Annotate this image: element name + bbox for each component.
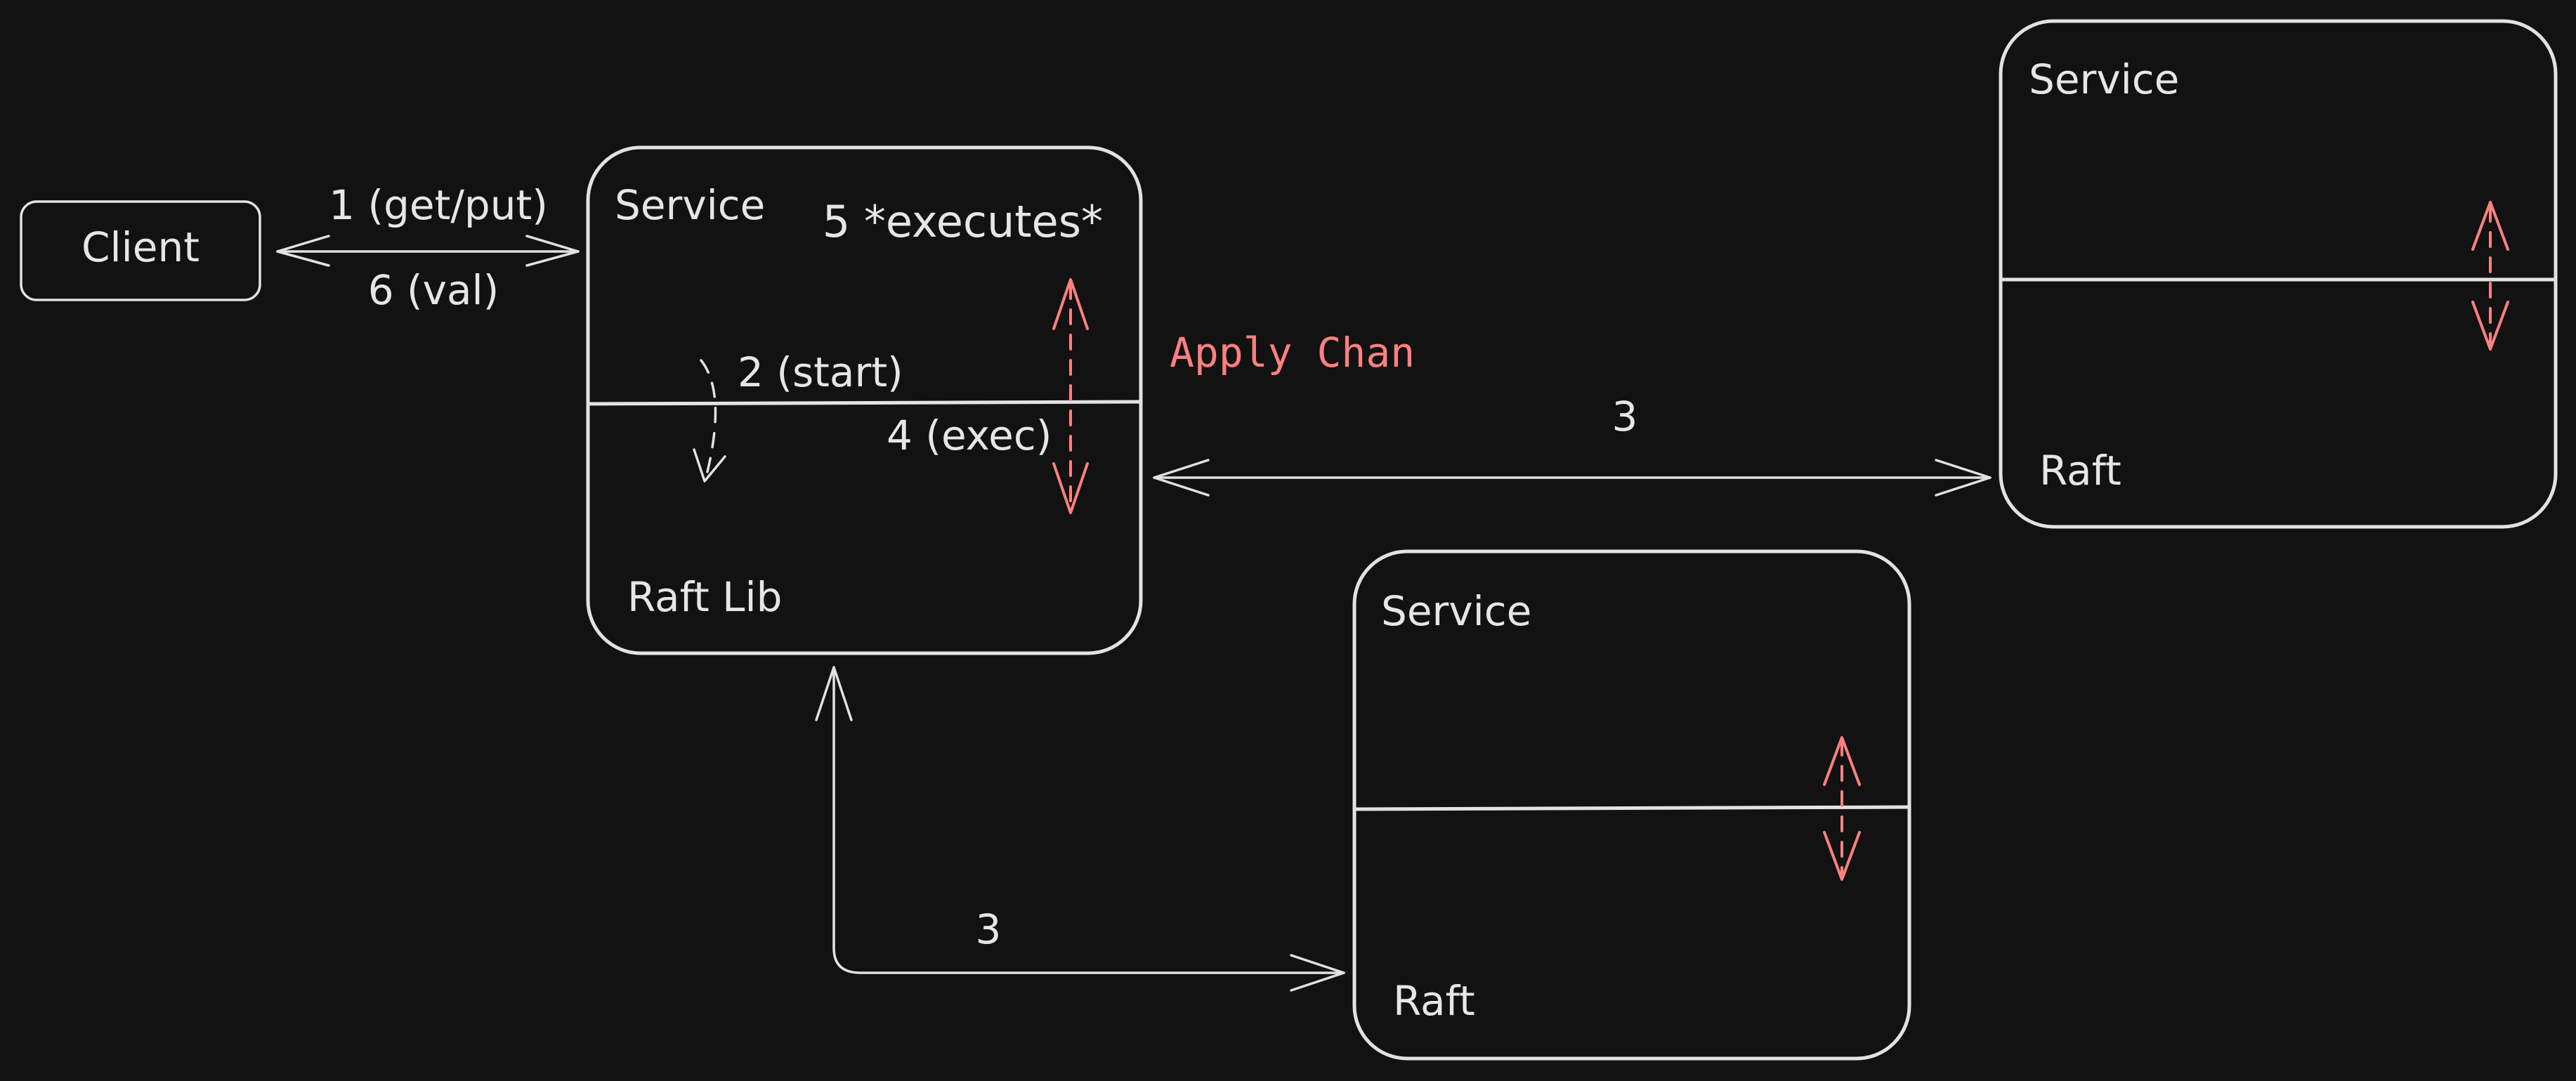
peer-bottom-apply-arrowhead-down [1823, 831, 1861, 881]
executes-label: 5 *executes* [823, 196, 1103, 247]
exec-label: 4 (exec) [887, 412, 1052, 459]
peer-bottom-service-label: Service [1381, 587, 1531, 635]
peer-bottom-box [1352, 549, 1911, 1061]
replication-bottom-arrowhead-up [815, 666, 853, 721]
main-service-label: Service [615, 181, 765, 229]
main-raft-label: Raft Lib [627, 573, 782, 621]
main-node: Service 5 *executes* 2 (start) 4 (exec) … [586, 145, 1143, 655]
peer-top-right-raft-label: Raft [2039, 447, 2121, 494]
replication-link-right: 3 [1153, 393, 1992, 497]
replication-link-bottom: 3 [815, 666, 1345, 992]
apply-chan-label: Apply Chan [1170, 329, 1415, 376]
start-call-arrow [700, 359, 717, 479]
start-call-arrowhead [693, 448, 726, 483]
peer-top-right-apply-arrowhead-down [2471, 301, 2509, 350]
client-box [20, 200, 261, 301]
peer-node-bottom: Service Raft [1352, 549, 1911, 1061]
main-node-divider [586, 400, 1143, 406]
client-label: Client [81, 223, 200, 271]
apply-chan-arrowhead-up [1052, 278, 1089, 330]
peer-node-top-right: Service Raft [1999, 19, 2558, 529]
client-node: Client [20, 200, 261, 301]
replication-right-arrowhead-left [1153, 459, 1210, 497]
replication-bottom-arrowhead-right [1290, 954, 1345, 992]
start-label: 2 (start) [738, 348, 903, 396]
replication-bottom-line [832, 666, 1345, 974]
request-label: 1 (get/put) [329, 181, 548, 229]
peer-top-right-service-label: Service [2029, 55, 2179, 103]
peer-bottom-apply-arrowhead-up [1823, 736, 1861, 786]
client-link-arrowhead-left [276, 235, 330, 267]
peer-bottom-raft-label: Raft [1393, 977, 1475, 1025]
replication-right-arrowhead-right [1935, 459, 1992, 497]
client-link: 1 (get/put) 6 (val) [276, 181, 580, 314]
peer-bottom-divider [1352, 805, 1911, 811]
peer-top-right-apply-arrowhead-up [2471, 201, 2509, 251]
replication-right-label: 3 [1612, 393, 1638, 440]
response-label: 6 (val) [368, 266, 499, 314]
apply-chan-arrowhead-down [1052, 462, 1089, 514]
replication-bottom-label: 3 [976, 905, 1002, 953]
peer-top-right-box [1999, 19, 2558, 529]
client-link-arrowhead-right [525, 235, 580, 267]
